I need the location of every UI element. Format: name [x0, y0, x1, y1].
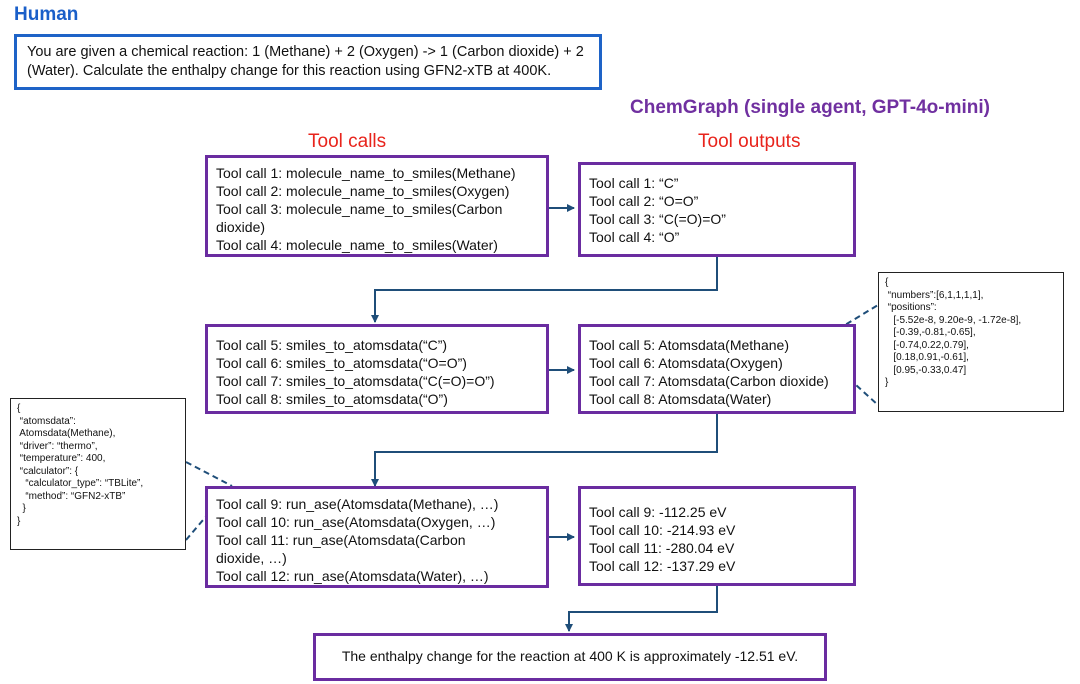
row1-call-3: Tool call 3: molecule_name_to_smiles(Car…	[216, 201, 503, 217]
atomsdata-detail-line: [-0.74,0.22,0.79],	[885, 339, 969, 351]
atomsdata-detail-line: [0.95,-0.33,0.47]	[885, 364, 967, 376]
atomsdata-detail-line: }	[885, 377, 889, 388]
tool-calls-heading: Tool calls	[308, 131, 387, 152]
row2-call-8: Tool call 8: smiles_to_atomsdata(“O”)	[216, 391, 448, 407]
row2-output-6: Tool call 6: Atomsdata(Oxygen)	[589, 355, 783, 371]
row1-call-1: Tool call 1: molecule_name_to_smiles(Met…	[216, 165, 516, 181]
row3-call-10: Tool call 10: run_ase(Atomsdata(Oxygen, …	[216, 514, 496, 530]
row1-output-3: Tool call 3: “C(=O)=O”	[589, 211, 726, 227]
run-ase-detail-line: {	[17, 403, 21, 414]
row1-output-1: Tool call 1: “C”	[589, 175, 679, 191]
run-ase-detail-box: { “atomsdata”: Atomsdata(Methane), “driv…	[10, 398, 186, 550]
row1-output-4: Tool call 4: “O”	[589, 229, 680, 245]
human-prompt-line-2: (Water). Calculate the enthalpy change f…	[27, 63, 552, 79]
run-ase-detail-line: }	[17, 503, 26, 514]
row3-calls-box: Tool call 9: run_ase(Atomsdata(Methane),…	[205, 486, 549, 588]
row3-output-12: Tool call 12: -137.29 eV	[589, 558, 736, 574]
row2-call-6: Tool call 6: smiles_to_atomsdata(“O=O”)	[216, 355, 467, 371]
run-ase-detail-line: Atomsdata(Methane),	[17, 428, 116, 439]
atomsdata-detail-line: [-0.39,-0.81,-0.65],	[885, 327, 976, 338]
arrow-row1-to-row2	[371, 257, 718, 323]
row3-outputs-box: Tool call 9: -112.25 eV Tool call 10: -2…	[578, 486, 856, 586]
callout-line-runase-top	[185, 461, 233, 487]
row1-call-4: Tool call 4: molecule_name_to_smiles(Wat…	[216, 237, 498, 253]
row2-outputs-box: Tool call 5: Atomsdata(Methane) Tool cal…	[578, 324, 856, 414]
run-ase-detail-line: “calculator”: {	[17, 465, 79, 477]
row3-output-11: Tool call 11: -280.04 eV	[589, 540, 735, 556]
final-answer-box: The enthalpy change for the reaction at …	[313, 633, 827, 681]
atomsdata-detail-line: “positions”:	[885, 302, 937, 313]
atomsdata-detail-line: {	[885, 277, 889, 288]
row2-calls-box: Tool call 5: smiles_to_atomsdata(“C”) To…	[205, 324, 549, 414]
tool-outputs-heading: Tool outputs	[698, 131, 801, 152]
arrow-row3-to-final	[565, 586, 718, 632]
row1-outputs-box: Tool call 1: “C” Tool call 2: “O=O” Tool…	[578, 162, 856, 257]
row3-call-11-cont: dioxide, …)	[216, 550, 287, 566]
human-title: Human	[14, 4, 79, 25]
human-prompt-line-1: You are given a chemical reaction: 1 (Me…	[27, 44, 584, 60]
row3-call-9: Tool call 9: run_ase(Atomsdata(Methane),…	[216, 496, 499, 512]
row3-output-10: Tool call 10: -214.93 eV	[589, 522, 736, 538]
run-ase-detail-line: “calculator_type”: “TBLite”,	[17, 478, 144, 489]
human-prompt-box: You are given a chemical reaction: 1 (Me…	[14, 34, 602, 90]
arrow-row2-to-row3	[371, 414, 718, 487]
run-ase-detail-line: “temperature”: 400,	[17, 453, 106, 464]
row2-output-8: Tool call 8: Atomsdata(Water)	[589, 391, 772, 407]
atomsdata-detail-box: { “numbers”:[6,1,1,1,1], “positions”: [-…	[878, 272, 1064, 412]
agent-title: ChemGraph (single agent, GPT-4o-mini)	[630, 97, 990, 118]
row3-call-12: Tool call 12: run_ase(Atomsdata(Water), …	[216, 568, 489, 584]
row3-output-9: Tool call 9: -112.25 eV	[589, 504, 727, 520]
run-ase-detail-line: “atomsdata”:	[17, 415, 76, 427]
row2-call-7: Tool call 7: smiles_to_atomsdata(“C(=O)=…	[216, 373, 495, 389]
row1-calls-box: Tool call 1: molecule_name_to_smiles(Met…	[205, 155, 549, 257]
row2-output-5: Tool call 5: Atomsdata(Methane)	[589, 337, 789, 353]
row1-call-2: Tool call 2: molecule_name_to_smiles(Oxy…	[216, 183, 510, 199]
atomsdata-detail-line: [0.18,0.91,-0.61],	[885, 352, 969, 363]
run-ase-detail-line: “method”: “GFN2-xTB”	[17, 490, 126, 502]
row1-call-3-cont: dioxide)	[216, 219, 266, 235]
row2-call-5: Tool call 5: smiles_to_atomsdata(“C”)	[216, 337, 448, 353]
row1-output-2: Tool call 2: “O=O”	[589, 193, 699, 209]
atomsdata-detail-line: [-5.52e-8, 9.20e-9, -1.72e-8],	[885, 314, 1022, 326]
run-ase-detail-line: “driver”: “thermo”,	[17, 440, 98, 452]
row2-output-7: Tool call 7: Atomsdata(Carbon dioxide)	[589, 373, 829, 389]
atomsdata-detail-line: “numbers”:[6,1,1,1,1],	[885, 289, 984, 301]
run-ase-detail-line: }	[17, 515, 21, 527]
row3-call-11: Tool call 11: run_ase(Atomsdata(Carbon	[216, 532, 466, 548]
final-answer-text: The enthalpy change for the reaction at …	[341, 648, 799, 664]
